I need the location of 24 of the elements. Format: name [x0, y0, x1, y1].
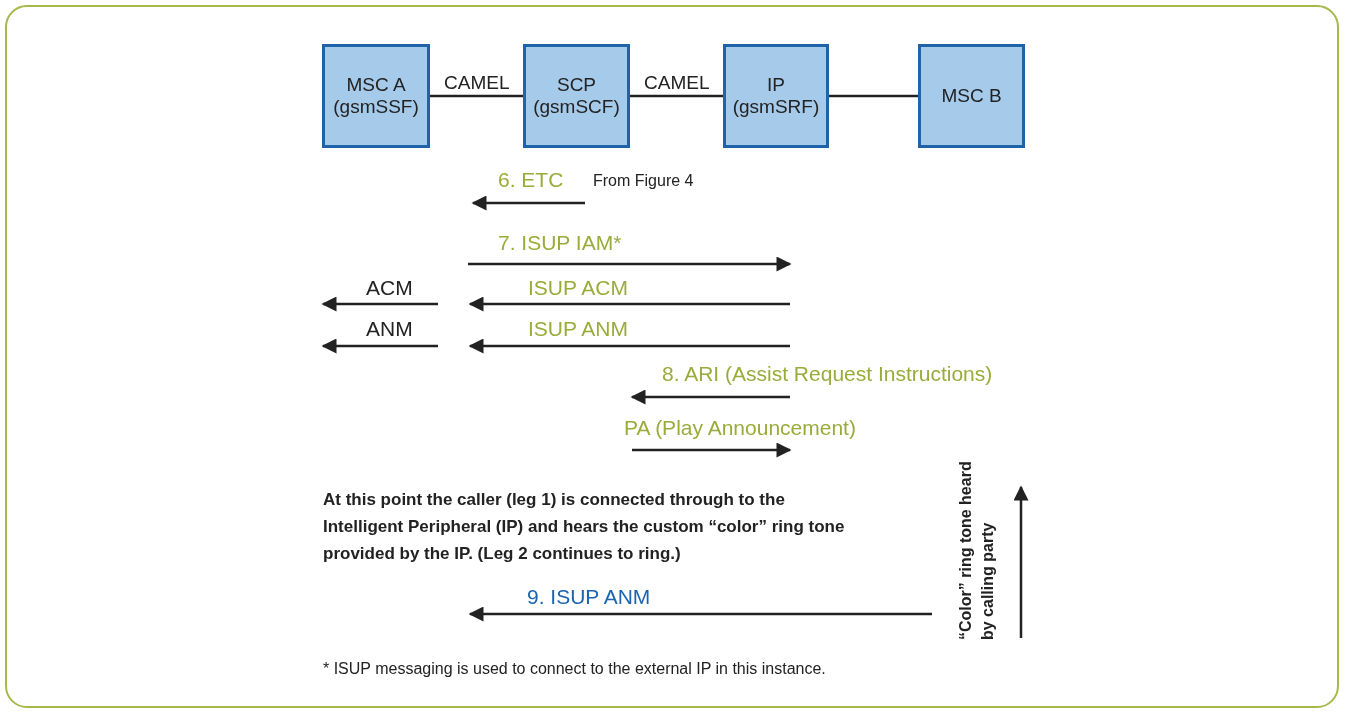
- message-label: ISUP ACM: [528, 276, 628, 300]
- message-label: From Figure 4: [593, 172, 694, 190]
- footnote: * ISUP messaging is used to connect to the external IP in this instance.: [323, 660, 826, 678]
- connector-line: [630, 94, 723, 98]
- entity-name: MSC B: [941, 85, 1002, 107]
- connector-line: [430, 94, 523, 98]
- message-label: ISUP ANM: [528, 317, 628, 341]
- entity-box: [723, 44, 829, 148]
- note-text: At this point the caller (leg 1) is connected through to the Intelligent Peripheral (IP) and hears the custom “color” ring tone provided by the IP. (Leg 2 continues to ring.): [323, 489, 846, 565]
- entity-box: [523, 44, 630, 148]
- message-label: PA (Play Announcement): [624, 416, 856, 440]
- message-label: 7. ISUP IAM*: [498, 231, 622, 255]
- entity-name: SCP (gsmSCF): [532, 74, 621, 118]
- entity-box: [918, 44, 1025, 148]
- message-label: 8. ARI (Assist Request Instructions): [662, 362, 993, 386]
- message-label: 9. ISUP ANM: [527, 585, 651, 609]
- message-label: ANM: [366, 317, 413, 341]
- connector-line: [829, 94, 918, 98]
- entity-name: IP (gsmSRF): [731, 74, 821, 118]
- message-label: 6. ETC: [498, 168, 564, 192]
- entity-name: MSC A (gsmSSF): [332, 74, 420, 118]
- side-note: “Color” ring tone heard by calling party: [956, 460, 997, 640]
- entity-box: [322, 44, 430, 148]
- message-label: ACM: [366, 276, 413, 300]
